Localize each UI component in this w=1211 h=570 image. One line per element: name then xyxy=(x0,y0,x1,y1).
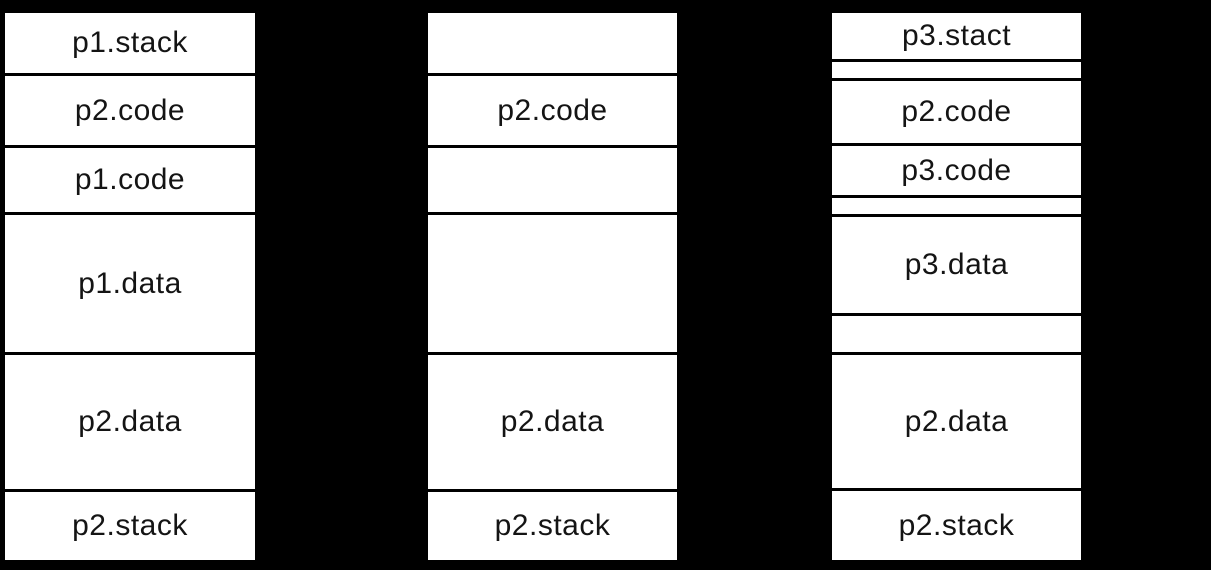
segment-p3-data: p3.data xyxy=(832,217,1081,316)
segment-empty xyxy=(428,215,677,355)
segment-empty xyxy=(832,198,1081,217)
segment-p3-stact: p3.stact xyxy=(832,13,1081,62)
segment-p1-data: p1.data xyxy=(5,215,255,355)
segment-p1-code: p1.code xyxy=(5,148,255,215)
segment-empty xyxy=(428,148,677,215)
segment-empty xyxy=(832,62,1081,81)
segment-p1-stack: p1.stack xyxy=(5,13,255,76)
segment-empty xyxy=(832,316,1081,355)
segment-p2-data: p2.data xyxy=(428,355,677,492)
segment-p2-data: p2.data xyxy=(5,355,255,492)
segment-p2-stack: p2.stack xyxy=(5,492,255,560)
segment-p2-code: p2.code xyxy=(832,81,1081,146)
segment-p2-code: p2.code xyxy=(428,76,677,148)
segment-p2-stack: p2.stack xyxy=(832,491,1081,560)
segment-empty xyxy=(428,13,677,76)
segment-p2-data: p2.data xyxy=(832,355,1081,491)
segment-p3-code: p3.code xyxy=(832,146,1081,198)
segment-p2-code: p2.code xyxy=(5,76,255,148)
segment-p2-stack: p2.stack xyxy=(428,492,677,560)
